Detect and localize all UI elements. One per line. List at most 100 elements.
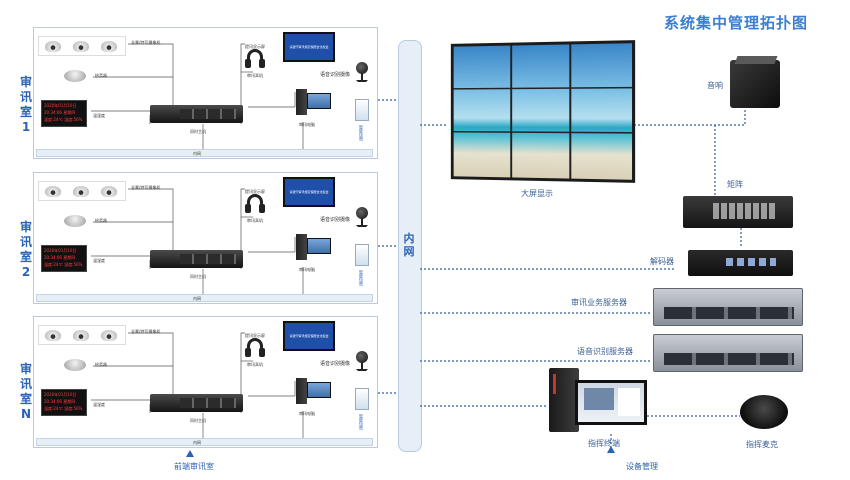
diagram-title: 系统集中管理拓扑图 [664,14,809,32]
room-network-strip [36,294,373,302]
sign-display: 请遵守审讯规定保障合法权益 [283,321,335,351]
sign-display-label: 提讯显示屏 [245,333,265,338]
server-bays [664,307,794,319]
clock-line: 2020年01月10日 [44,392,77,397]
camera-label: 全景/特写摄像机 [131,40,161,45]
sign-screen: 请遵守审讯规定保障合法权益 [285,323,333,349]
room-panel: 内网 全景/特写摄像机 拾音器 2020年01月10日 20:34:06 星期四… [33,172,378,304]
room-network-strip [36,149,373,157]
host-nvr [150,394,243,412]
pc-monitor [307,93,331,109]
camera-label: 全景/特写摄像机 [131,329,161,334]
camera-icon [101,330,117,341]
smart-mic-label: 智能话筒 [359,125,364,141]
room-title: 审讯室N [19,362,32,421]
headset-label: 审讯耳机 [247,73,263,78]
nvr-bays [180,109,236,119]
room-title: 审讯室1 [19,75,32,134]
front-rooms-arrow [186,450,194,457]
front-rooms-label: 前端审讯室 [174,462,214,471]
room-panel: 内网 全景/特写摄像机 拾音器 2020年01月10日 20:34:06 星期四… [33,27,378,159]
sign-display: 请遵守审讯规定保障合法权益 [283,32,335,62]
decoder-label: 解码器 [650,257,674,266]
clock-line: 温度:24℃ 湿度:56% [44,117,83,122]
room-network-label: 内网 [193,296,201,301]
pc-monitor [307,238,331,254]
pc-tower [296,378,307,404]
clock-line: 20:34:06 星期四 [44,399,76,404]
nvr-bays [180,254,236,264]
video-wall-screen [453,43,633,180]
video-wall-grid [453,43,633,180]
host-label: 同时主机 [190,274,206,279]
pc-monitor [307,382,331,398]
smart-mic-label: 智能话筒 [359,414,364,430]
clock-line: 温度:24℃ 湿度:56% [44,406,83,411]
nvr-bays [180,398,236,408]
pickup-icon [64,70,86,82]
dome-cameras [38,325,126,345]
clock-line: 20:34:06 星期四 [44,110,76,115]
sign-text: 请遵守审讯规定保障合法权益 [289,45,329,49]
network-bar [398,40,422,452]
headset-icon [245,49,265,69]
monitor-panel [618,388,640,416]
pc-label: 审讯电脑 [299,267,315,272]
server-bays [664,353,794,365]
speech-camera-label: 语音识别摄像 [320,72,351,78]
pc-tower [296,89,307,115]
sign-display-label: 提讯显示屏 [245,44,265,49]
room-network-label: 内网 [193,440,201,445]
speech-camera [355,62,369,86]
network-bar-label: 内网 [403,232,415,258]
dome-cameras [38,181,126,201]
pickup-label: 拾音器 [95,218,107,223]
host-label: 同时主机 [190,418,206,423]
temp-display-label: 温湿度 [93,258,105,263]
video-wall-label: 大屏显示 [521,189,553,198]
speech-server [653,334,803,372]
headset-label: 审讯耳机 [247,218,263,223]
camera-icon [45,41,61,52]
room-network-strip [36,438,373,446]
room-panel: 内网 全景/特写摄像机 拾音器 2020年01月10日 20:34:06 星期四… [33,316,378,448]
command-mic-label: 指挥麦克 [746,440,778,449]
monitor-screen [578,383,644,422]
dome-cameras [38,36,126,56]
interrogation-server [653,288,803,326]
sign-text: 请遵守审讯规定保障合法权益 [289,190,329,194]
command-terminal-monitor [575,380,647,425]
speaker-top [734,56,778,64]
headset-label: 审讯耳机 [247,362,263,367]
camera-icon [101,41,117,52]
matrix-label: 矩阵 [727,180,743,189]
sign-screen: 请遵守审讯规定保障合法权益 [285,179,333,205]
sign-display-label: 提讯显示屏 [245,189,265,194]
command-terminal-label: 指挥终端 [588,439,620,448]
room-network-label: 内网 [193,151,201,156]
smart-mic [355,244,369,266]
headset-icon [245,338,265,358]
sign-display: 请遵守审讯规定保障合法权益 [283,177,335,207]
smart-mic-label: 智能话筒 [359,270,364,286]
clock-display: 2020年01月10日 20:34:06 星期四 温度:24℃ 湿度:56% [41,245,87,272]
matrix-device [683,196,793,228]
camera-icon [73,330,89,341]
host-nvr [150,250,243,268]
host-label: 同时主机 [190,129,206,134]
tower-stripe [553,374,556,394]
temp-display-label: 温湿度 [93,402,105,407]
decoder-ports [726,258,776,266]
clock-display: 2020年01月10日 20:34:06 星期四 温度:24℃ 湿度:56% [41,100,87,127]
smart-mic [355,388,369,410]
room-title: 审讯室2 [19,220,32,279]
pc-label: 审讯电脑 [299,411,315,416]
device-mgmt-label: 设备管理 [626,462,658,471]
video-wall [450,40,636,183]
camera-label: 全景/特写摄像机 [131,185,161,190]
decoder-device [688,250,793,276]
camera-icon [73,186,89,197]
clock-line: 温度:24℃ 湿度:56% [44,262,83,267]
sign-screen: 请遵守审讯规定保障合法权益 [285,34,333,60]
camera-icon [45,186,61,197]
